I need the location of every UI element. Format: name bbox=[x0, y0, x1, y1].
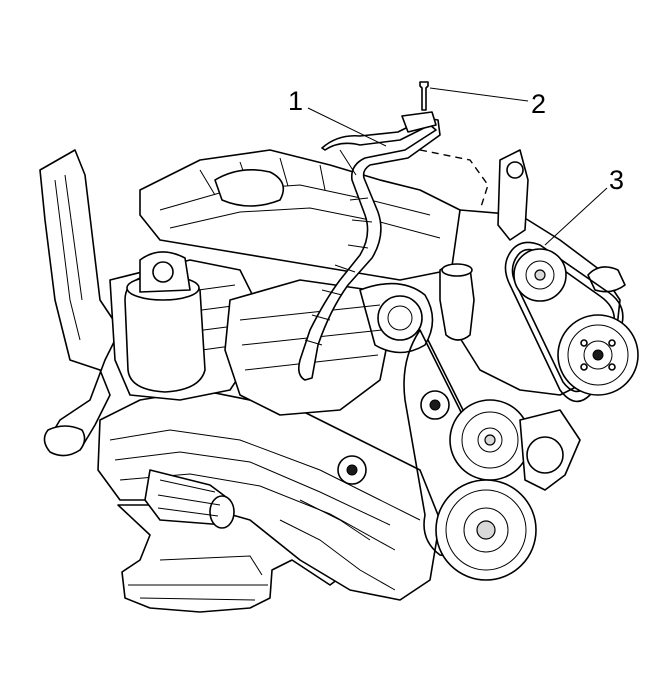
crankshaft-pulley bbox=[435, 479, 537, 581]
bolt bbox=[401, 81, 437, 133]
lower-idler-pulley bbox=[337, 455, 367, 485]
starter-motor bbox=[144, 469, 235, 529]
callout-3: 3 bbox=[609, 165, 625, 195]
fan-pulley bbox=[557, 314, 639, 396]
thermostat-housing bbox=[439, 263, 475, 341]
callout-1: 1 bbox=[288, 86, 304, 116]
upper-idler-pulley bbox=[513, 248, 567, 302]
power-steering-pump bbox=[519, 409, 581, 491]
exhaust-bracket-left bbox=[39, 149, 121, 457]
leader-line-1 bbox=[307, 107, 387, 147]
filter-housing bbox=[124, 251, 206, 393]
leader-line-3 bbox=[544, 187, 608, 246]
leader-line-2 bbox=[429, 87, 529, 102]
callout-2: 2 bbox=[531, 89, 547, 119]
tensioner-pulley bbox=[420, 390, 450, 420]
water-pump-pulley bbox=[449, 399, 531, 481]
hidden-outline bbox=[419, 149, 489, 211]
crankcase-vent-hose bbox=[298, 117, 441, 381]
